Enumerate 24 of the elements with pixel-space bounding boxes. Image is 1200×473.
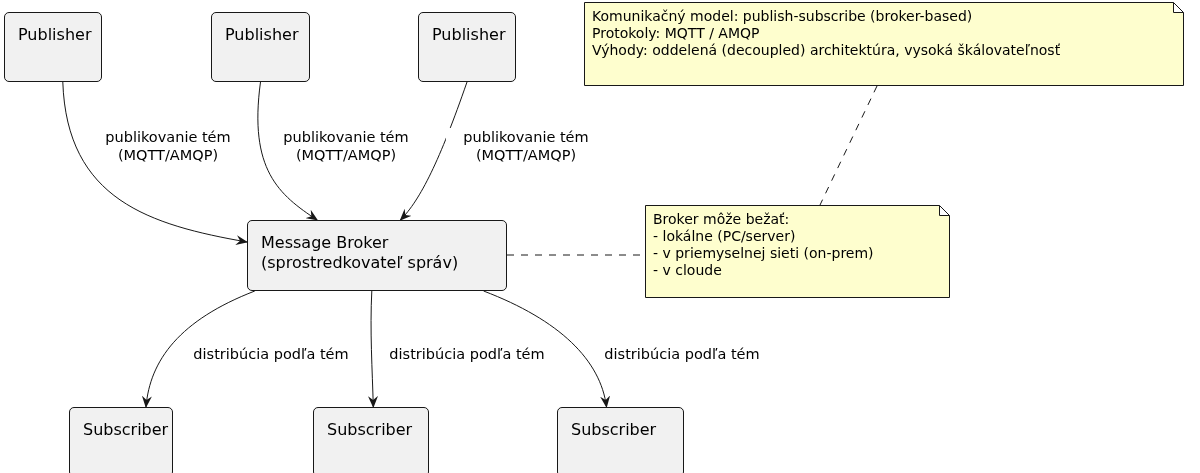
arrow [368,290,378,408]
note-text: - v cloude [653,262,723,279]
publisher-box: Publisher [4,12,102,82]
publisher-box: Publisher [211,12,310,82]
arrow [142,290,256,408]
subscriber-box: Subscriber [69,407,173,473]
arrow [399,81,468,221]
subscriber-box: Subscriber [557,407,684,473]
arrow [62,81,248,245]
note-text: Broker môže bežať: [653,211,791,228]
note-text: Protokoly: MQTT / AMQP [592,25,761,42]
note-text: Komunikačný model: publish-subscribe (broker-based) [592,8,974,25]
edge-label: distribúcia podľa tém [604,345,760,363]
subscriber-box: Subscriber [313,407,429,473]
dashed-connector [819,85,878,206]
edge-label: distribúcia podľa tém [193,345,349,363]
broker-box: Message Broker (sprostredkovateľ správ) [247,220,507,291]
arrow [483,290,610,408]
edge-label: distribúcia podľa tém [389,345,545,363]
note-text: - lokálne (PC/server) [653,228,797,245]
arrow [257,81,319,221]
publisher-box: Publisher [418,12,516,82]
note-text: Výhody: oddelená (decoupled) architektúra, vysoká škálovateľnosť [592,42,1062,59]
note-text: - v priemyselnej sieti (on-prem) [653,245,875,262]
